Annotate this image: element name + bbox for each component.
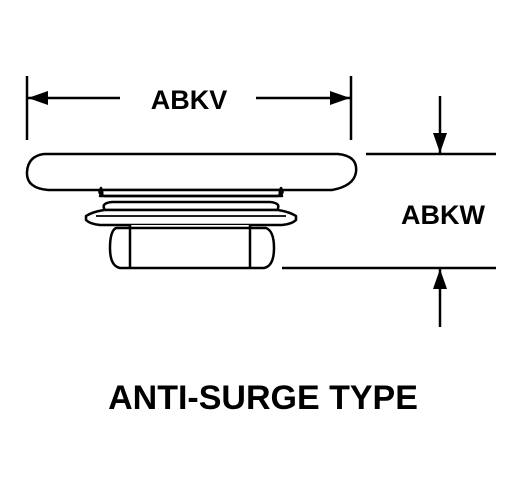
height-dimension: ABKW — [282, 96, 496, 327]
height-dimension-label: ABKW — [401, 200, 485, 230]
width-dimension-label: ABKV — [151, 85, 228, 115]
cap-head — [25, 152, 358, 192]
flange — [84, 208, 298, 227]
part-outline — [25, 152, 358, 270]
neck-right-curve — [277, 189, 284, 198]
plug-body — [108, 225, 276, 270]
neck-left-curve — [98, 189, 105, 198]
width-dimension: ABKV — [25, 76, 353, 140]
drawing-caption: ANTI-SURGE TYPE — [108, 379, 418, 417]
